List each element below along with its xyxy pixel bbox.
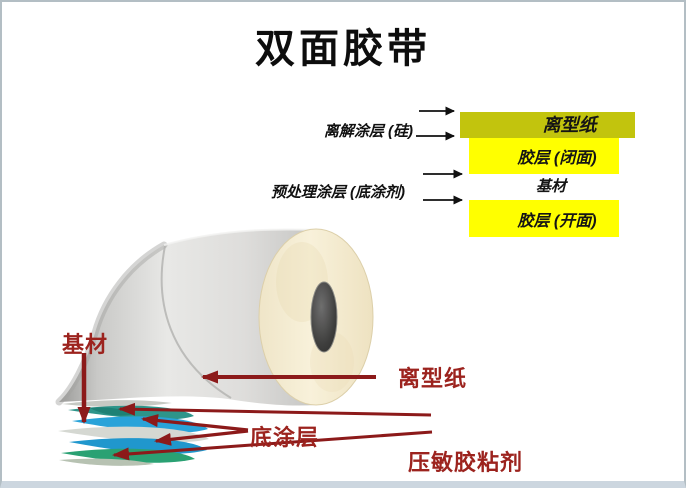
- fan-layer-gray-sliver-top: [62, 400, 172, 407]
- roll-top-highlight: [163, 228, 317, 246]
- primer-arrow-lower: [154, 429, 249, 446]
- label-release-coating-silicone: 离解涂层 (硅): [323, 123, 413, 140]
- primer-arrow-upper: [141, 414, 249, 432]
- stack-layer-adhesive-closed: 胶层 (闭面): [469, 138, 619, 174]
- label-substrate: 基材: [62, 332, 109, 357]
- fan-layer-gray-sliver-bottom: [59, 458, 154, 466]
- tape-sheet-and-roll-body: [59, 229, 316, 406]
- sheet-curl-shadow: [55, 241, 168, 406]
- stack-layer-release-paper-label: 离型纸: [542, 115, 597, 135]
- stack-layer-substrate-label: 基材: [535, 178, 566, 195]
- sheet-roll-seam: [160, 245, 232, 399]
- label-primer-layer: 底涂层: [250, 425, 320, 450]
- stack-layer-adhesive-open-label: 胶层 (开面): [517, 213, 597, 230]
- roll-core-hole: [310, 281, 338, 353]
- stack-layer-release-paper: 离型纸: [460, 112, 635, 138]
- stack-layer-substrate: 基材: [469, 174, 619, 200]
- psa-arrow-upper: [118, 402, 432, 417]
- label-pressure-sensitive-adhesive: 压敏胶粘剂: [408, 450, 524, 475]
- stack-layer-adhesive-closed-label: 胶层 (闭面): [517, 150, 597, 167]
- fan-layer-adhesive-blue-upper: [72, 416, 208, 433]
- label-pretreatment-coating-primer: 预处理涂层 (底涂剂): [270, 184, 405, 201]
- psa-arrow-lower: [112, 430, 433, 461]
- label-release-paper: 离型纸: [398, 366, 468, 391]
- page-title: 双面胶带: [255, 25, 431, 72]
- stack-layer-adhesive-open: 胶层 (开面): [469, 200, 619, 237]
